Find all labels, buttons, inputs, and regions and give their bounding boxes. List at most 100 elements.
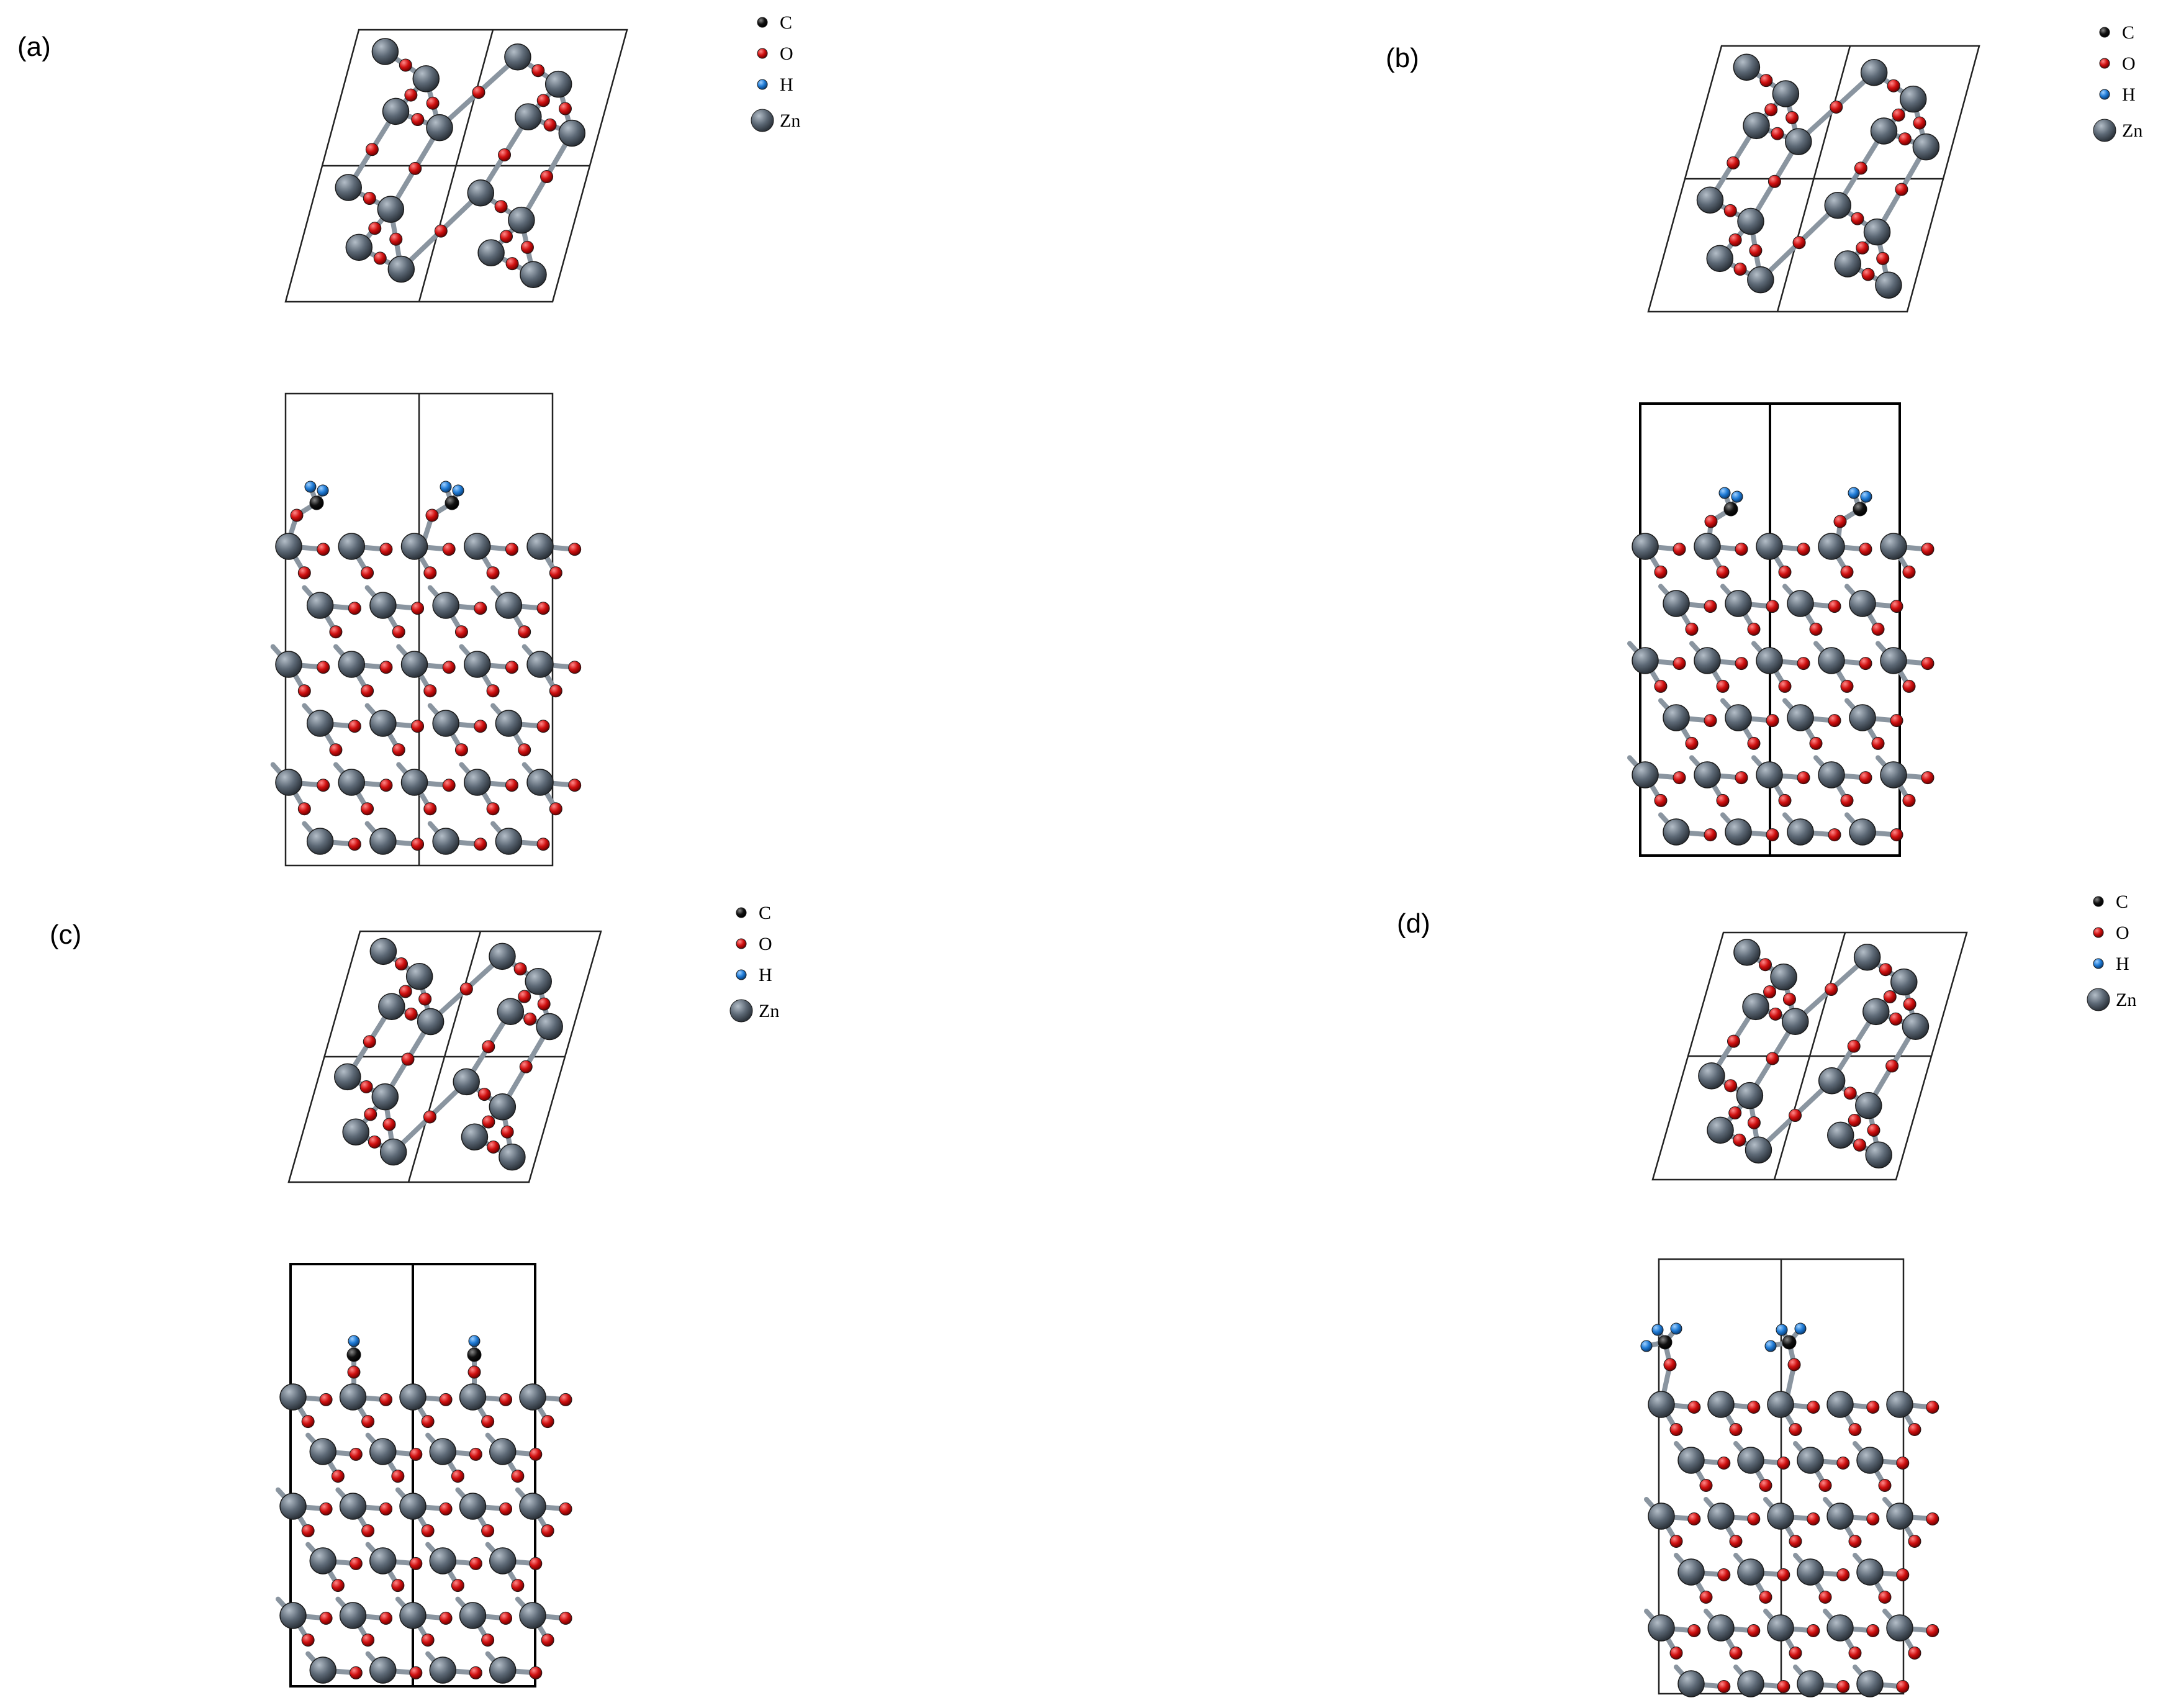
zn-atom [1648,1502,1675,1530]
o-atom [373,251,387,265]
zn-atom [1696,186,1724,214]
zn-atom [342,1118,369,1145]
zn-atom [1733,53,1761,81]
o-atom [487,1140,500,1154]
zn-atom [369,710,397,737]
zn-atom [1745,1136,1772,1164]
o-atom [1848,1535,1862,1548]
o-atom [368,222,382,235]
zn-atom [369,1438,397,1465]
o-atom [1926,1512,1939,1525]
zn-atom [1787,704,1814,731]
o-atom [399,58,412,72]
zn-atom [467,179,495,207]
o-atom [361,802,374,816]
o-atom [1669,1647,1683,1660]
o-atom [1890,828,1903,842]
o-atom [301,1633,315,1647]
o-atom [1807,1512,1820,1525]
h-atom [1776,1324,1788,1336]
zn-atom [399,1602,427,1629]
o-atom [1883,990,1897,1003]
o-atom [1797,543,1810,556]
zn-atom [499,1143,526,1171]
legend-swatch-c [2099,27,2110,38]
zn-atom [1756,647,1783,674]
o-atom [1747,622,1761,636]
o-atom [1854,161,1867,175]
zn-atom [1632,647,1659,674]
zn-atom [1737,1670,1764,1697]
o-atom [1797,771,1810,785]
o-atom [1856,241,1869,255]
legend-label-h: H [759,965,772,985]
zn-atom [544,70,572,98]
zn-atom [495,710,523,737]
zn-atom [1772,80,1800,107]
zn-atom [459,1383,487,1411]
o-atom [379,543,393,556]
o-atom [482,1115,495,1129]
o-atom [421,1633,435,1647]
o-atom [1786,111,1799,125]
legend-swatch-o [736,938,747,949]
o-atom [1733,263,1747,276]
o-atom [1673,543,1686,556]
o-atom [1723,204,1737,217]
o-atom [425,508,439,522]
o-atom [409,1557,423,1570]
o-atom [1908,1423,1921,1436]
o-atom [439,1393,453,1406]
o-atom [379,1393,393,1406]
zn-atom [1706,245,1734,273]
zn-atom [429,1656,456,1684]
zn-atom [387,255,415,283]
zn-atom [1886,1614,1913,1642]
o-atom [379,779,393,792]
legend-swatch-zn [729,999,753,1023]
o-atom [474,602,487,615]
zn-atom [429,1547,456,1575]
o-atom [559,1611,572,1625]
zn-atom [1862,998,1890,1026]
o-atom [499,1502,513,1516]
o-atom [474,838,487,851]
legend-label-zn: Zn [780,111,800,131]
o-atom [1809,736,1823,750]
zn-atom [1767,1614,1794,1642]
legend-swatch-c [736,907,747,918]
zn-atom [489,942,516,970]
zn-atom [519,1602,546,1629]
o-atom [297,802,311,816]
o-atom [1747,1401,1761,1414]
o-atom [505,779,518,792]
o-atom [411,838,425,851]
legend-swatch-o [757,48,768,59]
o-atom [423,1110,436,1124]
zn-atom [536,1013,563,1041]
o-atom [1828,600,1841,613]
o-atom [365,143,379,156]
o-atom [317,661,330,674]
h-atom [468,1335,481,1347]
o-atom [1716,679,1730,693]
o-atom [391,1579,405,1593]
o-atom [1704,515,1718,528]
zn-atom [453,1068,480,1096]
zn-atom [1818,1067,1846,1095]
zn-atom [339,1383,367,1411]
zn-atom [459,1602,487,1629]
o-atom [1687,1624,1701,1637]
o-atom [1840,793,1854,807]
zn-atom [1880,533,1907,560]
o-atom [1885,1059,1899,1073]
zn-atom [464,651,491,678]
o-atom [1847,1039,1861,1053]
zn-atom [1707,1391,1735,1418]
o-atom [1759,958,1772,972]
zn-atom [369,828,397,855]
o-atom [1926,1624,1939,1637]
o-atom [505,257,519,271]
zn-atom [1865,1141,1892,1168]
